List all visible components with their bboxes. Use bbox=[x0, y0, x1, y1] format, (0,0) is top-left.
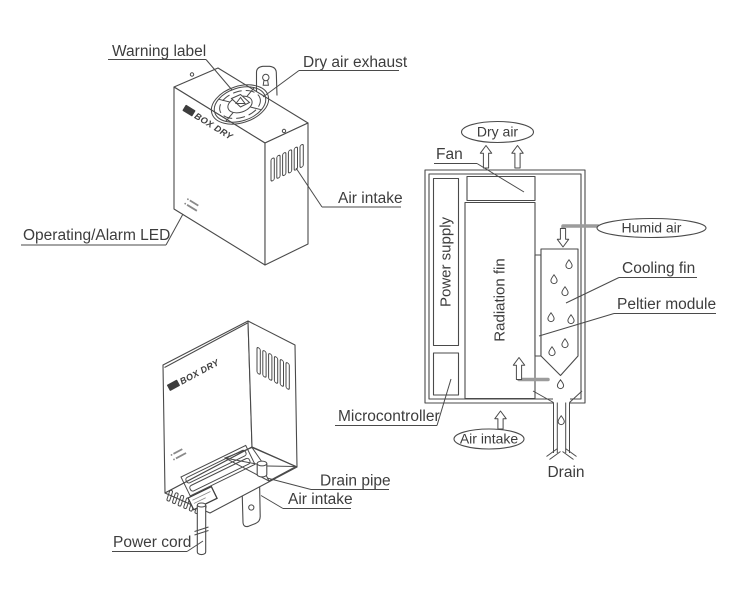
airflow-up-arrow-icon bbox=[479, 145, 493, 169]
screw-icon bbox=[189, 72, 195, 77]
side-vents bbox=[270, 143, 304, 182]
microcontroller-box bbox=[432, 352, 460, 396]
radiation-fin-text: Radiation fin bbox=[492, 258, 509, 341]
airflow-up-arrow-icon bbox=[494, 410, 507, 430]
brand-badge bbox=[167, 379, 180, 391]
leader-line bbox=[436, 378, 452, 426]
device-bottom-isometric: BOX DRY bbox=[112, 320, 391, 556]
leader-line bbox=[205, 59, 233, 91]
dry-air-text: Dry air bbox=[477, 124, 519, 140]
air-intake-oval bbox=[453, 428, 525, 450]
callout-air-intake-top: Air intake bbox=[295, 167, 403, 208]
bracket-hole-icon bbox=[248, 504, 255, 511]
bottom-intake-slots bbox=[180, 444, 256, 497]
leader-line bbox=[565, 277, 620, 304]
leader-line bbox=[266, 477, 312, 490]
leader-line bbox=[476, 163, 525, 193]
peltier-module-text: Peltier module bbox=[617, 296, 716, 313]
power-cord bbox=[194, 502, 209, 556]
mounting-bracket bbox=[255, 65, 278, 96]
led-indicator-text bbox=[170, 448, 187, 461]
cooling-fin-box bbox=[540, 248, 579, 377]
device-top-isometric: BOX DRY Warning label Dry air exhaust Ai… bbox=[21, 43, 408, 266]
leader-line bbox=[260, 495, 284, 509]
power-supply-box bbox=[432, 177, 460, 347]
drain-text: Drain bbox=[547, 464, 584, 481]
warning-label-text: Warning label bbox=[112, 43, 206, 60]
callout-microcontroller: Microcontroller bbox=[335, 378, 452, 426]
brand-badge bbox=[182, 104, 196, 117]
cooling-fin-text: Cooling fin bbox=[622, 260, 695, 277]
drain-pipe-stub bbox=[256, 460, 268, 478]
humid-air-text: Humid air bbox=[622, 220, 682, 236]
led-indicator-text bbox=[184, 198, 199, 212]
screw-icon bbox=[281, 128, 287, 134]
air-intake-text: Air intake bbox=[460, 431, 519, 447]
leader-line bbox=[186, 540, 204, 552]
drain-pipe bbox=[546, 402, 577, 460]
warning-sticker-icon bbox=[230, 93, 251, 108]
leader-line bbox=[295, 167, 323, 208]
power-supply-text: Power supply bbox=[438, 216, 455, 307]
airflow-up-arrow-icon bbox=[511, 145, 524, 169]
operating-alarm-led-text: Operating/Alarm LED bbox=[23, 227, 170, 244]
air-intake-text: Air intake bbox=[338, 190, 403, 207]
fan-text: Fan bbox=[436, 146, 463, 163]
callout-cooling-fin: Cooling fin bbox=[565, 260, 697, 304]
leader-line bbox=[262, 70, 300, 98]
callout-peltier-module: Peltier module bbox=[538, 296, 716, 337]
fan-box bbox=[466, 175, 536, 202]
power-cord-text: Power cord bbox=[113, 534, 191, 551]
keyhole-icon bbox=[262, 73, 270, 86]
humid-air-oval bbox=[596, 217, 707, 239]
fan-grille bbox=[206, 78, 273, 131]
schematic-cross-section: Power supply Radiation fin bbox=[335, 120, 716, 481]
leader-line bbox=[165, 213, 184, 246]
peltier-module-box bbox=[534, 254, 542, 357]
callout-drain-pipe: Drain pipe bbox=[266, 473, 391, 490]
rating-plate bbox=[187, 485, 218, 511]
air-intake-text: Air intake bbox=[288, 491, 353, 508]
microcontroller-text: Microcontroller bbox=[338, 408, 440, 425]
airflow-up-arrow-icon bbox=[512, 357, 526, 380]
callout-warning-label: Warning label bbox=[108, 43, 233, 91]
airflow-down-arrow-icon bbox=[556, 228, 570, 248]
callout-air-intake-bottom: Air intake bbox=[260, 491, 353, 509]
callout-power-cord: Power cord bbox=[112, 534, 204, 552]
drain-pipe-text: Drain pipe bbox=[320, 473, 391, 490]
side-vents bbox=[256, 347, 290, 390]
callout-operating-alarm-led: Operating/Alarm LED bbox=[21, 213, 184, 246]
dry-air-exhaust-text: Dry air exhaust bbox=[303, 54, 408, 71]
callout-fan: Fan bbox=[434, 146, 525, 193]
dry-air-oval bbox=[460, 120, 535, 144]
leader-line bbox=[538, 313, 615, 337]
device-right-face bbox=[247, 320, 298, 468]
callout-dry-air-exhaust: Dry air exhaust bbox=[262, 54, 408, 98]
